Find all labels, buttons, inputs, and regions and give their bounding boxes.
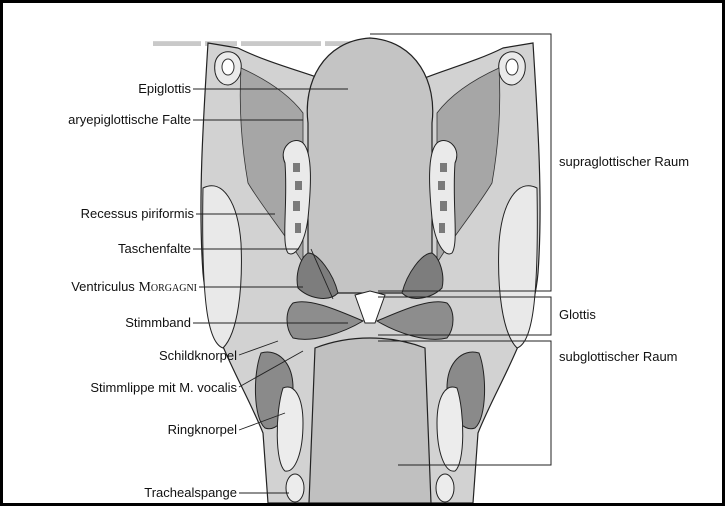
label-glottis: Glottis [559,307,596,323]
ventriculus-prefix: Ventriculus [71,279,135,294]
label-subglottischer-raum: subglottischer Raum [559,349,678,365]
label-ventriculus-morgagni: Ventriculus Morgagni [8,279,197,296]
label-epiglottis: Epiglottis [63,81,191,97]
ventriculus-eponym: Morgagni [138,280,197,295]
label-trachealspange: Trachealspange [43,485,237,501]
label-stimmband: Stimmband [43,315,191,331]
label-supraglottischer-raum: supraglottischer Raum [559,154,689,170]
label-taschenfalte: Taschenfalte [33,241,191,257]
right-tracheal-ring [436,474,454,502]
label-stimmlippe: Stimmlippe mit M. vocalis [11,380,237,396]
label-ringknorpel: Ringknorpel [43,422,237,438]
epiglottis-shape [307,38,432,293]
label-schildknorpel: Schildknorpel [43,348,237,364]
label-aryepiglottische-falte: aryepiglottische Falte [11,112,191,128]
tracheal-lumen [309,338,431,503]
left-tracheal-ring [286,474,304,502]
label-recessus-piriformis: Recessus piriformis [13,206,194,222]
